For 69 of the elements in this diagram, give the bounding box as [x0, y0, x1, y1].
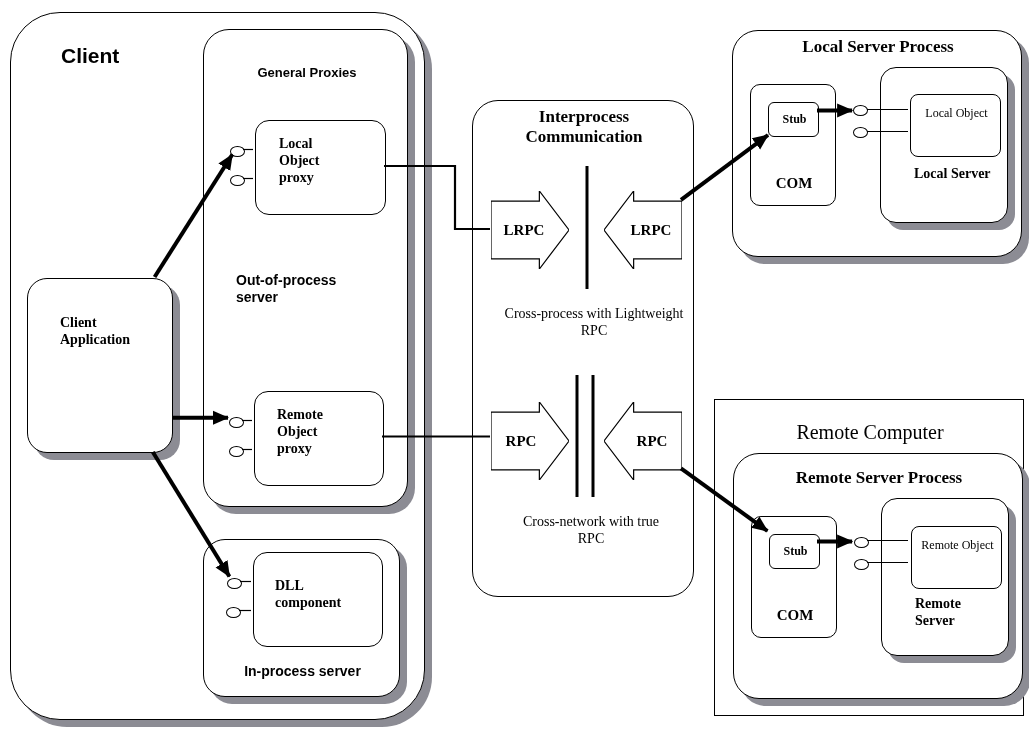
connector-line [384, 164, 490, 231]
connector-line [866, 130, 909, 133]
arrow-label: LRPC [503, 221, 545, 239]
interface-circle [230, 175, 245, 186]
caption-text: Cross-process with Lightweight RPC [504, 306, 684, 340]
interface-circle [226, 607, 241, 618]
connector-line [238, 609, 252, 612]
arrow [152, 153, 234, 279]
connector-line [241, 448, 253, 451]
interface-circle [227, 578, 242, 589]
connector-line [866, 561, 909, 564]
group-title: Client [61, 43, 121, 69]
box-label: COM [775, 606, 815, 624]
connector-line [241, 419, 253, 422]
connector-line [242, 148, 254, 151]
box-label: COM [774, 174, 814, 192]
runtime-box [751, 516, 837, 638]
interface-circle [229, 417, 244, 428]
interface-circle [230, 146, 245, 157]
caption-text: Cross-network with true RPC [521, 514, 661, 548]
arrow [817, 534, 854, 549]
arrow [679, 466, 769, 533]
group-title: Interprocess Communication [524, 107, 644, 148]
interface-circle [853, 127, 868, 138]
connector-line [866, 539, 909, 542]
box-label: Client Application [60, 315, 131, 349]
group-title: General Proxies [256, 65, 358, 81]
box-label: Remote Object proxy [277, 407, 324, 458]
box-label: Stub [782, 544, 809, 559]
arrow-label: RPC [505, 432, 537, 450]
communication-panel [472, 100, 694, 597]
interface-circle [229, 446, 244, 457]
arrow-label: RPC [636, 432, 668, 450]
block-arrow [604, 402, 682, 480]
group-title: Remote Server Process [794, 468, 964, 489]
component-box [254, 391, 384, 486]
box-label: Local Object proxy [279, 136, 321, 187]
connector-line [242, 177, 254, 180]
runtime-box [750, 84, 836, 206]
arrow [151, 450, 232, 578]
interface-circle [854, 537, 869, 548]
box-label: DLL component [275, 578, 343, 612]
group-title: Local Server Process [801, 37, 955, 58]
group-title: In-process server [243, 663, 362, 680]
group-title: Remote Computer [795, 420, 945, 444]
group-label: Out-of-process server [236, 272, 338, 306]
stub-box [768, 102, 819, 137]
connector-line [866, 108, 909, 111]
box-label: Remote Object [920, 538, 995, 553]
component-box [253, 552, 383, 647]
box-label: Local Object [924, 106, 989, 121]
component-box [255, 120, 386, 215]
arrow [679, 133, 770, 202]
interface-circle [854, 559, 869, 570]
object-box [911, 526, 1002, 589]
interface-circle [853, 105, 868, 116]
block-arrow [491, 191, 569, 269]
box-label: Local Server [914, 166, 992, 183]
box-label: Remote Server [915, 596, 962, 630]
object-box [910, 94, 1001, 157]
arrow [172, 410, 229, 425]
arrow-label: LRPC [630, 221, 672, 239]
arrow [817, 103, 854, 118]
block-arrow [604, 191, 682, 269]
block-arrow [491, 402, 569, 480]
box-label: Stub [781, 112, 808, 127]
connector-line [382, 435, 490, 438]
connector-line [239, 580, 252, 583]
stub-box [769, 534, 820, 569]
